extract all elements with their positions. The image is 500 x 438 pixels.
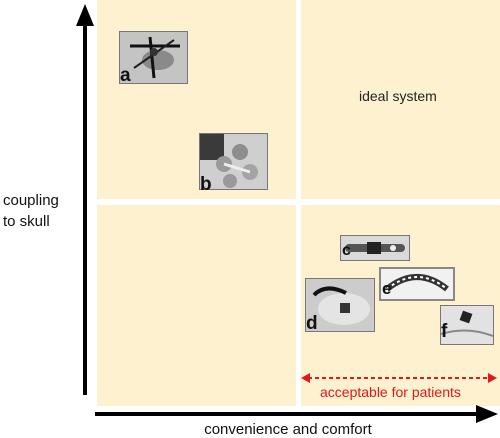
system-tag-a: a: [120, 65, 131, 86]
acceptable-range-arrow: [301, 373, 497, 383]
mesh-cap-icon: [379, 267, 455, 301]
forehead-marker-icon: [440, 305, 494, 345]
x-axis-label: convenience and comfort: [204, 421, 372, 438]
system-tag-f: f: [441, 321, 448, 342]
quadrant-bottom-left: [97, 205, 296, 406]
marker-sphere-frame-icon: [199, 133, 268, 190]
system-tag-e: e: [382, 279, 392, 298]
system-tag-d: d: [306, 313, 318, 334]
y-axis-label: coupling to skull: [3, 192, 59, 230]
x-axis-arrow: [95, 405, 498, 423]
quadrant-top-right: [301, 0, 500, 199]
face-mask-icon: [305, 278, 375, 332]
y-axis-arrow: [76, 4, 94, 395]
tripod-head-fixation-icon: [119, 31, 188, 84]
ideal-system-label: ideal system: [359, 88, 437, 104]
system-tag-c: c: [342, 242, 351, 259]
acceptable-for-patients-label: acceptable for patients: [320, 384, 461, 400]
headband-icon: [340, 235, 410, 261]
system-tag-b: b: [200, 174, 212, 195]
